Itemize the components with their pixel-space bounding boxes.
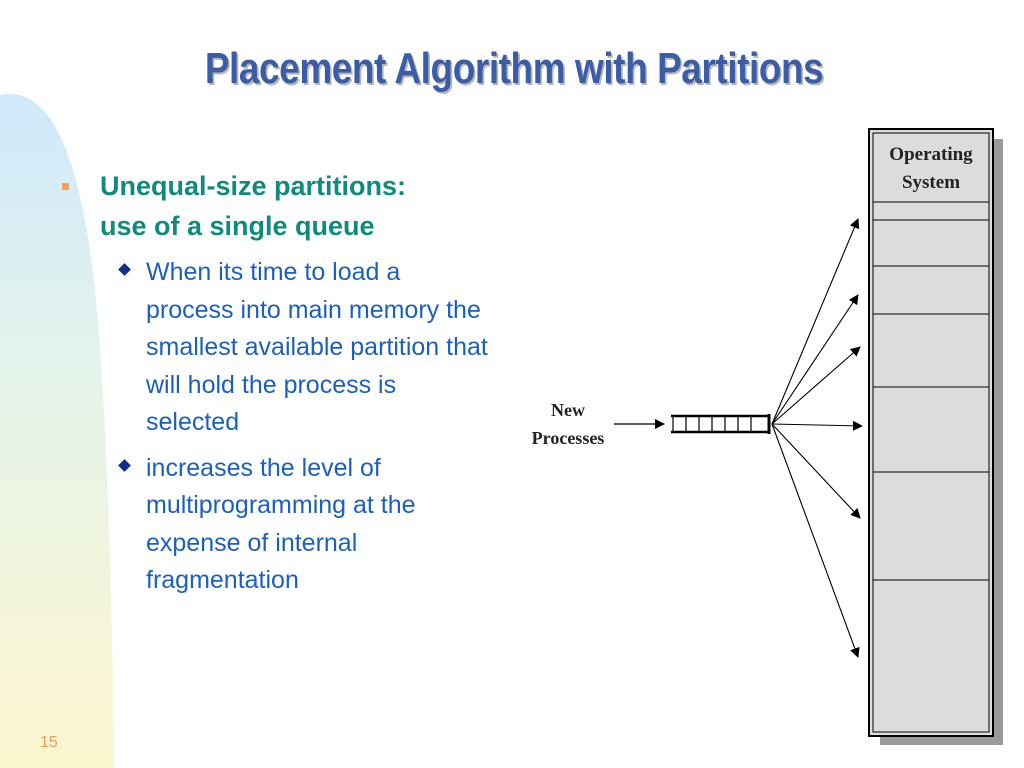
- os-label-line1: Operating: [889, 144, 973, 165]
- placement-arrow: [771, 294, 859, 425]
- new-processes-line1: New: [551, 400, 585, 420]
- main-bullet: Unequal-size partitions: use of a single…: [62, 166, 502, 246]
- bullet-list: Unequal-size partitions: use of a single…: [62, 166, 502, 600]
- placement-arrow: [771, 218, 860, 425]
- placement-arrow: [771, 420, 863, 431]
- memory-inner: [872, 132, 990, 733]
- square-bullet-icon: [62, 183, 69, 190]
- placement-arrow: [771, 423, 860, 658]
- slide-number: 15: [40, 734, 58, 751]
- main-bullet-text: Unequal-size partitions: use of a single…: [100, 171, 407, 241]
- sub-bullet-text: When its time to load a process into mai…: [146, 258, 488, 436]
- sub-bullet: When its time to load a process into mai…: [117, 254, 502, 442]
- placement-arrows: [771, 218, 863, 658]
- memory-block: [868, 128, 994, 737]
- os-label-line2: System: [902, 172, 960, 193]
- placement-arrow: [771, 346, 861, 425]
- new-processes-line2: Processes: [532, 428, 605, 448]
- partition-dividers: [873, 201, 989, 581]
- placement-arrow: [771, 423, 861, 519]
- sub-bullet-text: increases the level of multiprogramming …: [146, 453, 416, 595]
- slide-title: Placement Algorithm with Partitions: [204, 44, 824, 93]
- sub-bullet: increases the level of multiprogramming …: [117, 450, 502, 600]
- process-queue: [671, 414, 771, 434]
